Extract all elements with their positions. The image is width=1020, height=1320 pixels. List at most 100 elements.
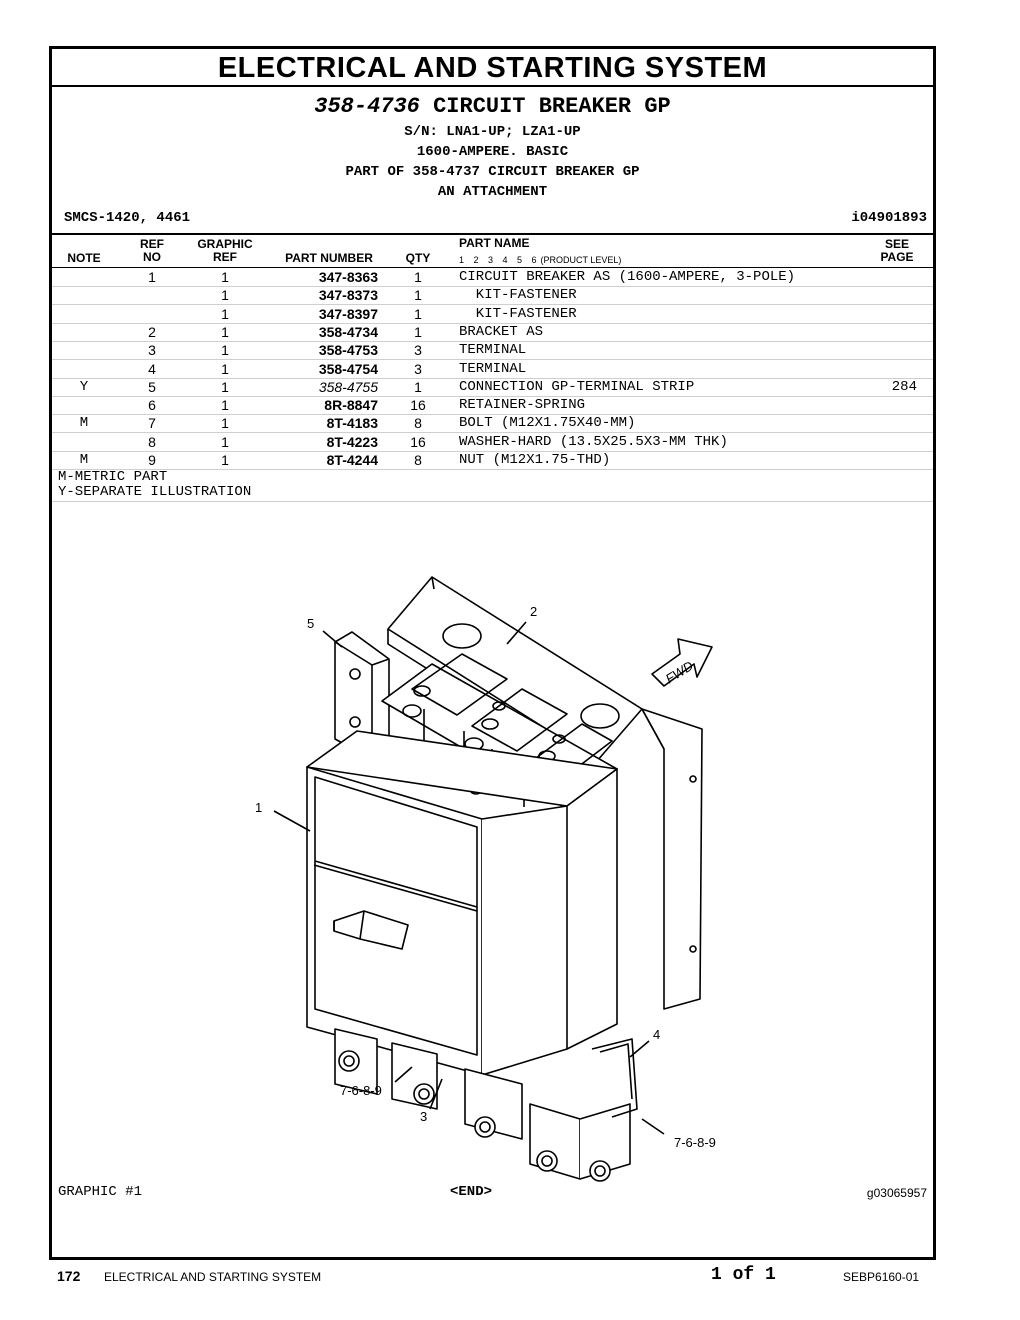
note-metric: M-METRIC PART [58,469,168,485]
cell-graphic-ref: 1 [221,342,229,359]
callout-2: 2 [530,604,537,619]
cell-qty: 1 [414,305,422,322]
col-header-see-line1: SEE [884,237,909,251]
cell-qty: 16 [410,397,426,414]
cell-part-number: 8T-4223 [326,433,378,450]
cell-qty: 8 [414,415,422,432]
cell-graphic-ref: 1 [221,287,229,304]
cell-part-name: WASHER-HARD (13.5X25.5X3-MM THK) [459,433,728,450]
level-numbers: 1 2 3 4 5 6 [459,255,537,265]
footer-page-of: 1 of 1 [711,1265,776,1285]
cell-qty: 1 [414,378,422,395]
cell-ref-no: 4 [148,360,156,377]
col-header-ref-line1: REF [140,237,164,251]
col-header-ref-no: REF NO [134,238,170,264]
cell-part-number: 358-4754 [318,360,378,377]
callout-4: 4 [653,1027,660,1042]
col-header-qty: QTY [405,251,431,265]
cell-part-number: 358-4755 [318,378,378,395]
cell-graphic-ref: 1 [221,305,229,322]
callout-3: 3 [420,1109,427,1124]
callout-5: 5 [307,616,314,631]
page-frame: ELECTRICAL AND STARTING SYSTEM 358-4736 … [49,46,936,1260]
cell-part-number: 8T-4183 [326,415,378,432]
table-row: 6 1 8R-8847 16 RETAINER-SPRING [52,396,933,416]
end-marker: <END> [450,1184,493,1200]
col-header-see-line2: PAGE [880,250,914,264]
cell-qty: 8 [414,452,422,468]
note-separate-illustration: Y-SEPARATE ILLUSTRATION [58,484,252,500]
group-description: 1600-AMPERE. BASIC [416,144,569,160]
table-row: 1 347-8397 1 KIT-FASTENER [52,305,933,324]
cell-part-number: 347-8373 [318,287,378,304]
cell-ref-no: 3 [148,342,156,359]
col-header-levels: 1 2 3 4 5 6(PRODUCT LEVEL) [459,255,621,265]
cell-part-number: 347-8363 [318,269,378,285]
cell-part-name: TERMINAL [459,360,527,377]
cell-part-name: KIT-FASTENER [459,305,577,322]
col-header-gref-line1: GRAPHIC [197,237,253,251]
cell-part-number: 347-8397 [318,305,378,322]
circuit-breaker-illustration: 5 2 1 4 7-6-8-9 3 7-6-8-9 FWD [255,576,716,1182]
cell-ref-no: 6 [148,397,156,414]
cell-graphic-ref: 1 [221,415,229,432]
smcs-code: SMCS-1420, 4461 [64,210,191,226]
col-header-ref-line2: NO [143,250,161,264]
part-of-line: PART OF 358-4737 CIRCUIT BREAKER GP [345,164,640,180]
table-row: Y 5 1 358-4755 1 CONNECTION GP-TERMINAL STRIP… [52,378,933,397]
cell-see-page: 284 [891,378,917,395]
cell-part-number: 8T-4244 [326,452,378,468]
cell-note: Y [79,378,89,395]
cell-part-number: 8R-8847 [324,397,378,414]
graphic-id: g03065957 [866,1186,927,1200]
cell-graphic-ref: 1 [221,397,229,414]
callout-1: 1 [255,800,262,815]
cell-note: M [79,415,89,432]
cell-part-name: TERMINAL [459,342,527,359]
notes-rule [52,501,933,502]
cell-qty: 16 [410,433,426,450]
cell-graphic-ref: 1 [221,452,229,468]
cell-part-name: RETAINER-SPRING [459,397,586,414]
cell-graphic-ref: 1 [221,269,229,285]
col-header-part-number: PART NUMBER [285,251,373,265]
cell-ref-no: 7 [148,415,156,432]
cell-part-name: CIRCUIT BREAKER AS (1600-AMPERE, 3-POLE) [459,269,796,285]
callout-bolt-set-left: 7-6-8-9 [340,1083,382,1098]
col-header-graphic-ref: GRAPHIC REF [190,238,260,264]
section-title: ELECTRICAL AND STARTING SYSTEM [52,49,933,87]
cell-ref-no: 9 [148,452,156,468]
col-header-part-name: PART NAME [459,236,530,250]
product-level-label: (PRODUCT LEVEL) [540,255,622,265]
table-row: 1 1 347-8363 1 CIRCUIT BREAKER AS (1600-AMPE… [52,268,933,287]
cell-qty: 1 [414,269,422,285]
footer-doc-id: SEBP6160-01 [843,1270,920,1284]
cell-graphic-ref: 1 [221,378,229,395]
callout-bolt-set-right: 7-6-8-9 [674,1135,716,1150]
cell-ref-no: 5 [148,378,156,395]
cell-ref-no: 8 [148,433,156,450]
footer-section: ELECTRICAL AND STARTING SYSTEM [104,1270,322,1284]
cell-ref-no: 2 [148,323,156,340]
table-header-rule [52,267,933,268]
group-part-number: 358-4736 [314,94,420,119]
footer-page-number: 172 [57,1268,81,1284]
cell-part-name: CONNECTION GP-TERMINAL STRIP [459,378,695,395]
cell-part-number: 358-4734 [318,323,378,340]
illustration-id: i04901893 [851,210,927,226]
cell-part-name: BRACKET AS [459,323,544,340]
cell-part-name: KIT-FASTENER [459,287,577,304]
table-top-rule [52,233,933,235]
graphic-label: GRAPHIC #1 [58,1184,143,1200]
cell-graphic-ref: 1 [221,360,229,377]
col-header-note: NOTE [67,251,101,265]
serial-numbers: S/N: LNA1-UP; LZA1-UP [404,124,581,140]
cell-ref-no: 1 [148,269,156,285]
col-header-gref-line2: REF [213,250,237,264]
cell-note: M [79,452,89,468]
